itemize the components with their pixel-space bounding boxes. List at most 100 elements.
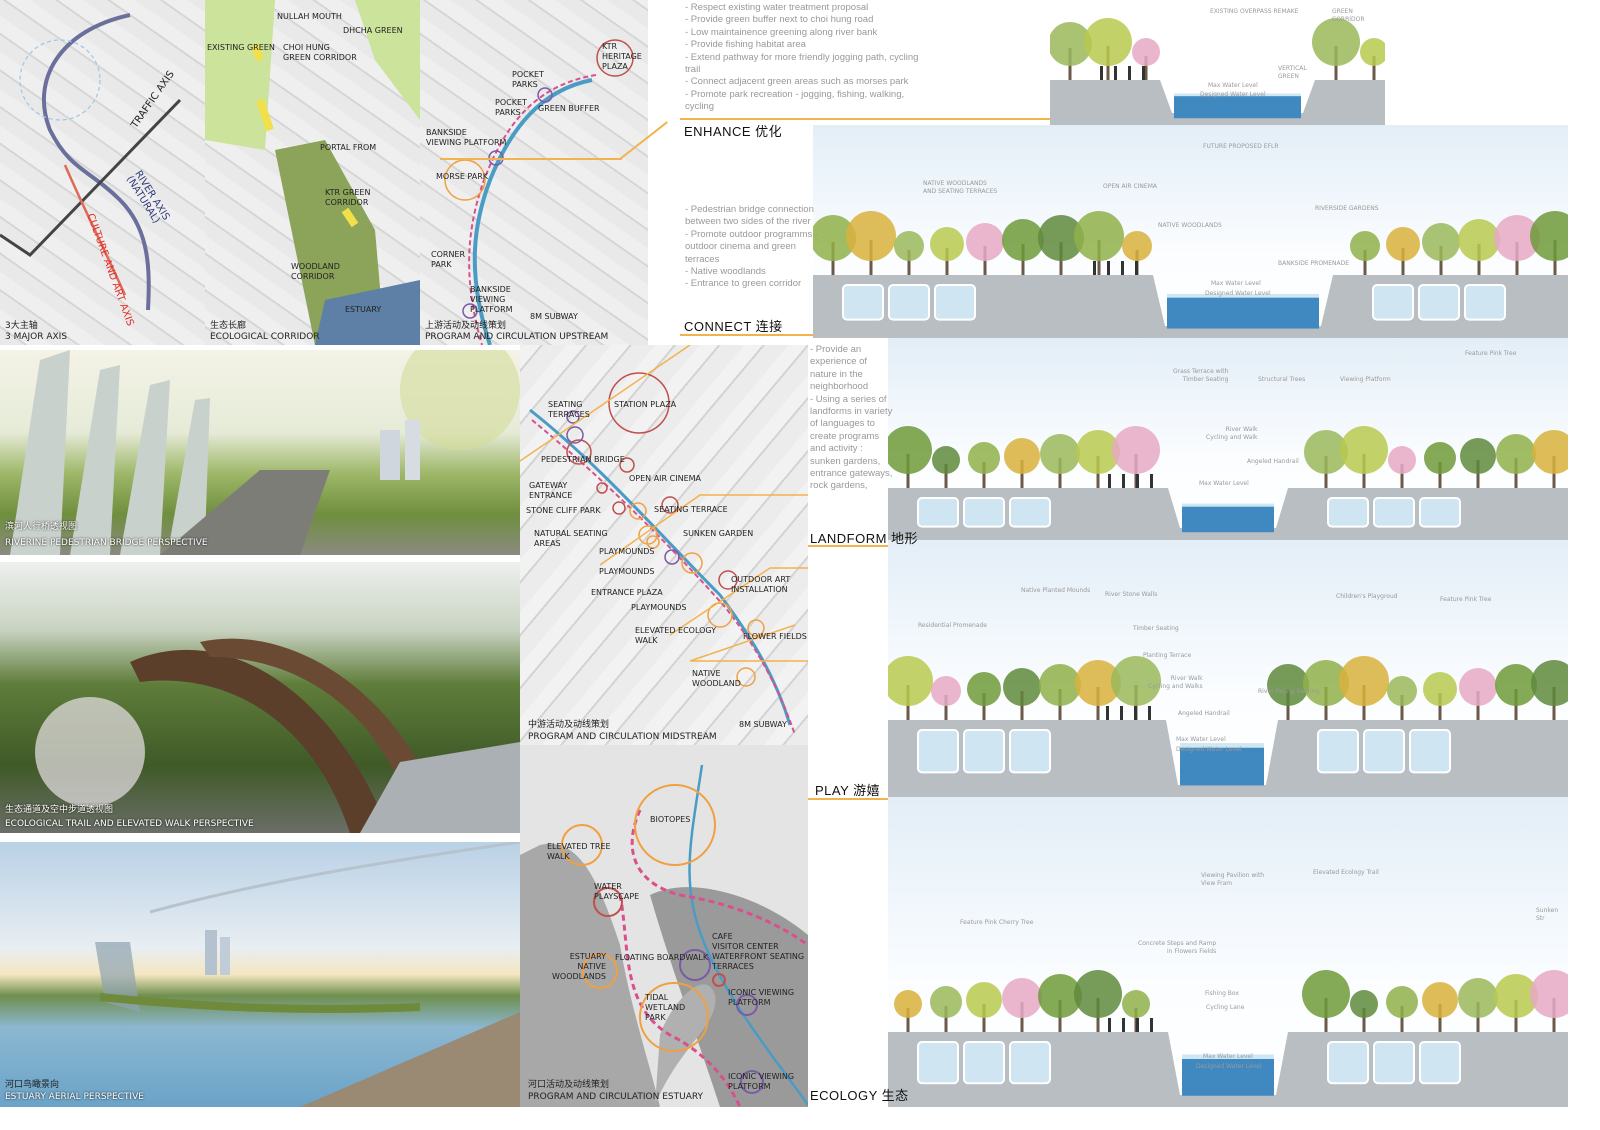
section-label: Designed Water Level — [1176, 746, 1242, 753]
tree-canopy — [894, 231, 924, 261]
map-label: WOODLAND CORRIDOR — [291, 262, 340, 281]
tree-canopy — [1122, 990, 1150, 1018]
person-silhouette — [1107, 261, 1110, 275]
section-label: EXISTING OVERPASS REMAKE — [1210, 8, 1299, 15]
perspective-caption: ECOLOGICAL TRAIL AND ELEVATED WALK PERSP… — [5, 819, 254, 829]
person-silhouette — [1108, 1018, 1111, 1032]
person-silhouette — [1134, 706, 1137, 720]
perspective-caption-cn: 滨河人行桥透视图 — [5, 522, 78, 532]
tree-canopy — [1050, 22, 1092, 66]
landform-section: Grass Terrace with Timber Seating Struct… — [888, 338, 1568, 540]
person-silhouette — [1122, 1018, 1125, 1032]
point: - Low maintainence greening along river … — [685, 26, 878, 38]
map-label: STATION PLAZA — [614, 400, 677, 409]
person-silhouette — [1136, 1018, 1139, 1032]
point: - Provide green buffer next to choi hung… — [685, 14, 874, 26]
map-label: BANKSIDE VIEWING PLATFORM — [426, 128, 507, 147]
tree-canopy — [888, 426, 932, 474]
play-heading: PLAY 游嬉 — [815, 783, 881, 798]
person-silhouette — [1148, 706, 1151, 720]
tree-canopy — [1267, 664, 1309, 706]
tree-trunk — [982, 693, 986, 720]
section-label: Timber Seating — [1133, 625, 1179, 632]
section-label: Fishing Box — [1205, 990, 1239, 997]
section-drawing — [1050, 18, 1385, 125]
culvert-box — [1327, 497, 1369, 528]
culvert-box — [963, 497, 1005, 528]
culvert-box — [1317, 729, 1359, 774]
tree-canopy — [894, 990, 922, 1018]
map-label: ICONIC VIEWING PLATFORM — [728, 1072, 795, 1091]
map-label: KTR HERITAGE PLAZA — [602, 42, 642, 71]
section-label: Feature Pink Tree — [1440, 596, 1492, 603]
tree-canopy — [1386, 986, 1418, 1018]
tree-canopy — [1386, 227, 1420, 261]
tree-canopy — [1039, 664, 1081, 706]
map-label: POCKET PARKS — [512, 70, 544, 89]
estuary-aerial-perspective: 河口鸟瞰景向 ESTUARY AERIAL PERSPECTIVE — [0, 842, 520, 1107]
tree-canopy — [1003, 668, 1041, 706]
tree-canopy — [1458, 978, 1498, 1018]
perspective-caption: RIVERINE PEDESTRIAN BRIDGE PERSPECTIVE — [5, 538, 208, 548]
ecology-heading: ECOLOGY 生态 — [810, 1088, 909, 1103]
tree-canopy — [1422, 223, 1460, 261]
tree-trunk — [1372, 56, 1376, 80]
tree-canopy — [930, 986, 962, 1018]
map-label: FLOWER FIELDS — [743, 632, 807, 641]
point: - Promote park recreation - jogging, fis… — [685, 88, 905, 113]
tree-canopy — [1002, 978, 1042, 1018]
point: - Pedestrian bridge connection between t… — [685, 204, 814, 228]
person-silhouette — [1100, 66, 1103, 80]
estuary-map: BIOTOPES ELEVATED TREE WALK WATER PLAYSC… — [520, 745, 808, 1107]
tree-canopy — [1423, 672, 1457, 706]
tree-canopy — [1004, 438, 1040, 474]
section-label: Max Water Level — [1211, 280, 1261, 287]
map-label: TIDAL WETLAND PARK — [645, 993, 686, 1022]
perspective-caption-cn: 生态通道及空中步道透视图 — [5, 805, 114, 815]
tree-canopy — [1530, 970, 1568, 1018]
person-silhouette — [1122, 474, 1125, 488]
ecology-section: Feature Pink Cherry Tree Viewing Pavilio… — [888, 797, 1568, 1107]
section-label: River Walk Cycling and Walks — [1148, 675, 1203, 690]
map-label: ESTUARY NATIVE WOODLANDS — [552, 952, 606, 981]
point: - Native woodlands — [685, 266, 766, 278]
point: - Entrance to green corridor — [685, 278, 802, 290]
map-label: EXISTING GREEN — [207, 43, 275, 52]
point: - Extend pathway for more friendly joggi… — [685, 51, 919, 76]
section-label: BANKSIDE PROMENADE — [1278, 260, 1350, 267]
culvert-box — [1373, 497, 1415, 528]
tree-canopy — [967, 672, 1001, 706]
tree-canopy — [1460, 438, 1496, 474]
map-label: OPEN AIR CINEMA — [629, 474, 701, 483]
culvert-box — [963, 729, 1005, 774]
culvert-box — [1409, 729, 1451, 774]
tree-trunk — [944, 695, 948, 720]
river-water — [1174, 95, 1301, 119]
map-label: NATIVE WOODLAND — [692, 669, 741, 688]
tree-canopy — [1075, 660, 1121, 706]
map-caption: 3 MAJOR AXIS — [5, 332, 68, 342]
map-caption: PROGRAM AND CIRCULATION ESTUARY — [528, 1092, 704, 1102]
point: - Provide an experience of nature in the… — [810, 344, 869, 393]
culvert-box — [1327, 1041, 1369, 1085]
section-label: Structural Trees — [1258, 376, 1306, 383]
tree-trunk — [1400, 464, 1404, 488]
map-label: ELEVATED TREE WALK — [547, 842, 611, 861]
culvert-box — [1419, 1041, 1461, 1085]
tree-trunk — [1400, 1006, 1404, 1032]
tree-canopy — [888, 656, 933, 706]
section-label: VERTICAL GREEN — [1278, 65, 1307, 80]
point: - Respect existing water treatment propo… — [685, 2, 869, 13]
section-label: Viewing Platform — [1340, 376, 1391, 383]
tree-canopy — [966, 223, 1004, 261]
tree-trunk — [944, 1006, 948, 1032]
tree-trunk — [907, 250, 911, 275]
map-label: ENTRANCE PLAZA — [591, 588, 663, 597]
culvert-box — [1009, 1041, 1051, 1085]
water-level — [1180, 743, 1264, 748]
perspective-caption-cn: 河口鸟瞰景向 — [5, 1080, 60, 1090]
tree-canopy — [1350, 231, 1380, 261]
map-label: 8M SUBWAY — [530, 312, 578, 321]
map-label: BANKSIDE VIEWING PLATFORM — [470, 285, 513, 314]
water-level — [1174, 93, 1301, 97]
